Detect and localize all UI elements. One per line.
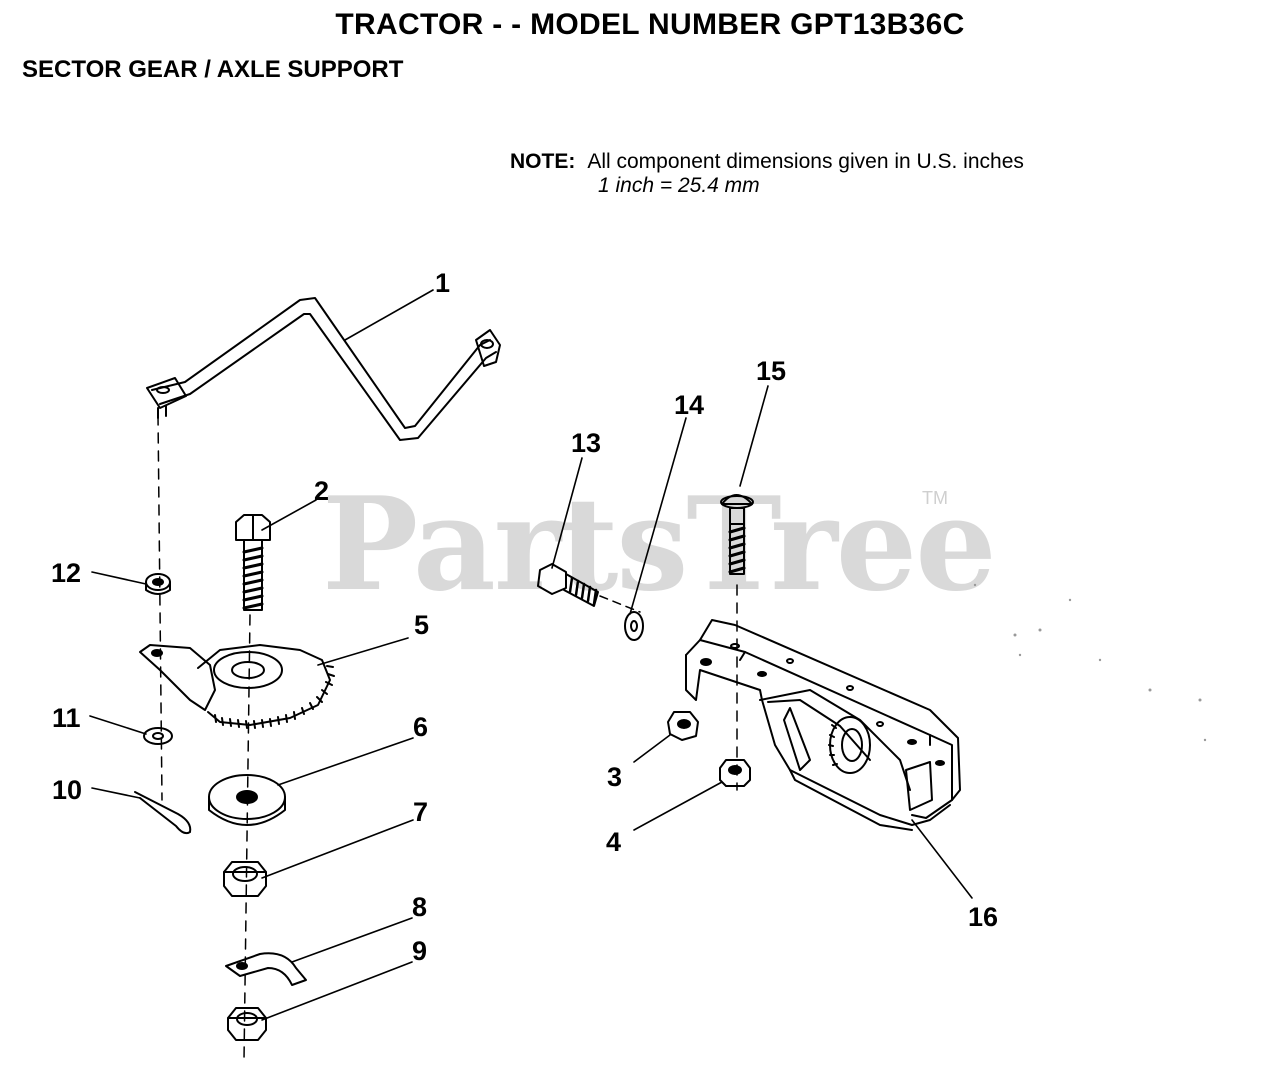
- center-assembly-axis: [243, 614, 251, 1061]
- callout-11: 11: [52, 703, 81, 733]
- callout-8: 8: [412, 892, 428, 922]
- dimension-note: NOTE: All component dimensions given in U…: [510, 150, 1024, 198]
- scan-specks: [973, 583, 1207, 742]
- callout-10: 10: [52, 775, 83, 805]
- carriage-bolt-part-15: [720, 494, 754, 575]
- bolt13-axis: [599, 595, 641, 613]
- callout-15: 15: [756, 356, 787, 386]
- callout-5: 5: [414, 610, 430, 640]
- note-line-1: All component dimensions given in U.S. i…: [587, 150, 1024, 173]
- callout-1: 1: [435, 268, 451, 298]
- washer-part-14: [624, 611, 644, 641]
- callout-6: 6: [413, 712, 429, 742]
- callout-13: 13: [571, 428, 602, 458]
- sector-gear-part-5: [139, 644, 335, 729]
- callout-7: 7: [413, 797, 429, 827]
- clip-part-8: [225, 952, 307, 986]
- partstree-watermark: PartsTree: [322, 470, 997, 620]
- callout-4: 4: [606, 827, 622, 857]
- note-label: NOTE:: [510, 150, 576, 173]
- hex-bolt-part-13: [537, 563, 599, 607]
- left-assembly-axis: [157, 414, 163, 801]
- spacer-washer-part-6: [208, 774, 286, 826]
- nut-part-3: [667, 711, 699, 741]
- hex-nut-part-9: [227, 1007, 267, 1041]
- callout-leader-lines: [89, 289, 973, 1021]
- flange-nut-part-4: [719, 759, 751, 787]
- drag-link-part-1: [146, 297, 501, 441]
- note-line-2: 1 inch = 25.4 mm: [598, 174, 760, 197]
- cotter-pin-part-10: [134, 791, 192, 835]
- washer-part-11: [143, 727, 173, 745]
- axle-support-bracket-part-16: [685, 619, 961, 831]
- section-subtitle: SECTOR GEAR / AXLE SUPPORT: [22, 56, 404, 83]
- callout-3: 3: [607, 762, 623, 792]
- trademark-mark: TM: [922, 488, 948, 508]
- hex-nut-part-7: [223, 861, 267, 897]
- callout-12: 12: [51, 558, 82, 588]
- flange-nut-part-12: [145, 573, 171, 595]
- hex-bolt-part-2: [235, 514, 271, 611]
- callout-16: 16: [968, 902, 999, 932]
- page-title: TRACTOR - - MODEL NUMBER GPT13B36C: [335, 8, 965, 41]
- callout-2: 2: [314, 476, 330, 506]
- callout-9: 9: [412, 936, 428, 966]
- callout-14: 14: [674, 390, 705, 420]
